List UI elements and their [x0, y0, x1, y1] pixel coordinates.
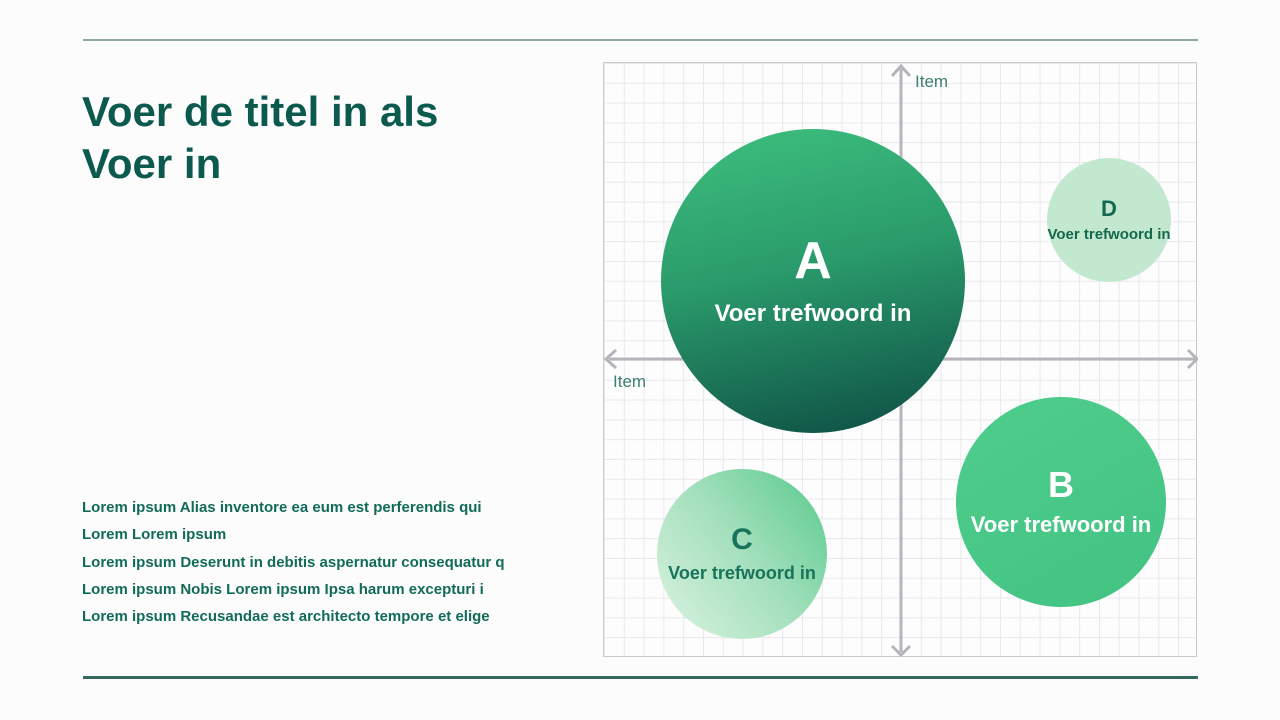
bubble-d: D Voer trefwoord in: [1047, 158, 1171, 282]
slide-title-line-1: Voer de titel in als: [82, 88, 439, 135]
x-axis-left-arrow-icon: [604, 348, 618, 370]
bubble-a-letter: A: [794, 231, 832, 290]
bubble-a: A Voer trefwoord in: [661, 129, 965, 433]
y-axis-up-arrow-icon: [890, 63, 912, 78]
bubble-b-keyword: Voer trefwoord in: [970, 511, 1152, 537]
y-axis-label: Item: [915, 72, 949, 91]
body-text-line: Lorem ipsum Nobis Lorem ipsum Ipsa harum…: [82, 580, 484, 598]
bottom-divider-line: [83, 676, 1198, 679]
body-text-block: Lorem ipsum Alias inventore ea eum est p…: [82, 494, 562, 630]
bubble-a-keyword: Voer trefwoord in: [714, 300, 912, 328]
bubble-c-letter: C: [731, 523, 753, 557]
y-axis-down-arrow-icon: [890, 644, 912, 658]
slide-title-line-2: Voer in: [82, 140, 222, 187]
bubble-d-keyword: Voer trefwoord in: [1047, 225, 1171, 243]
body-text-line: Lorem ipsum Deserunt in debitis aspernat…: [82, 553, 505, 571]
bubble-b: B Voer trefwoord in: [956, 397, 1166, 607]
bubble-quadrant-chart: Item Item A Voer trefwoord in B Voer tre…: [603, 62, 1198, 658]
top-divider-line: [83, 39, 1198, 41]
body-text-line: Lorem ipsum Alias inventore ea eum est p…: [82, 499, 482, 516]
body-text-line: Lorem ipsum Recusandae est architecto te…: [82, 608, 490, 626]
x-axis-right-arrow-icon: [1186, 348, 1198, 370]
x-axis-label: Item: [613, 372, 647, 391]
bubble-d-letter: D: [1101, 196, 1117, 222]
bubble-c: C Voer trefwoord in: [657, 469, 827, 639]
bubble-b-letter: B: [1048, 464, 1074, 506]
bubble-c-keyword: Voer trefwoord in: [668, 562, 816, 583]
body-text-line: Lorem Lorem ipsum: [82, 526, 227, 544]
